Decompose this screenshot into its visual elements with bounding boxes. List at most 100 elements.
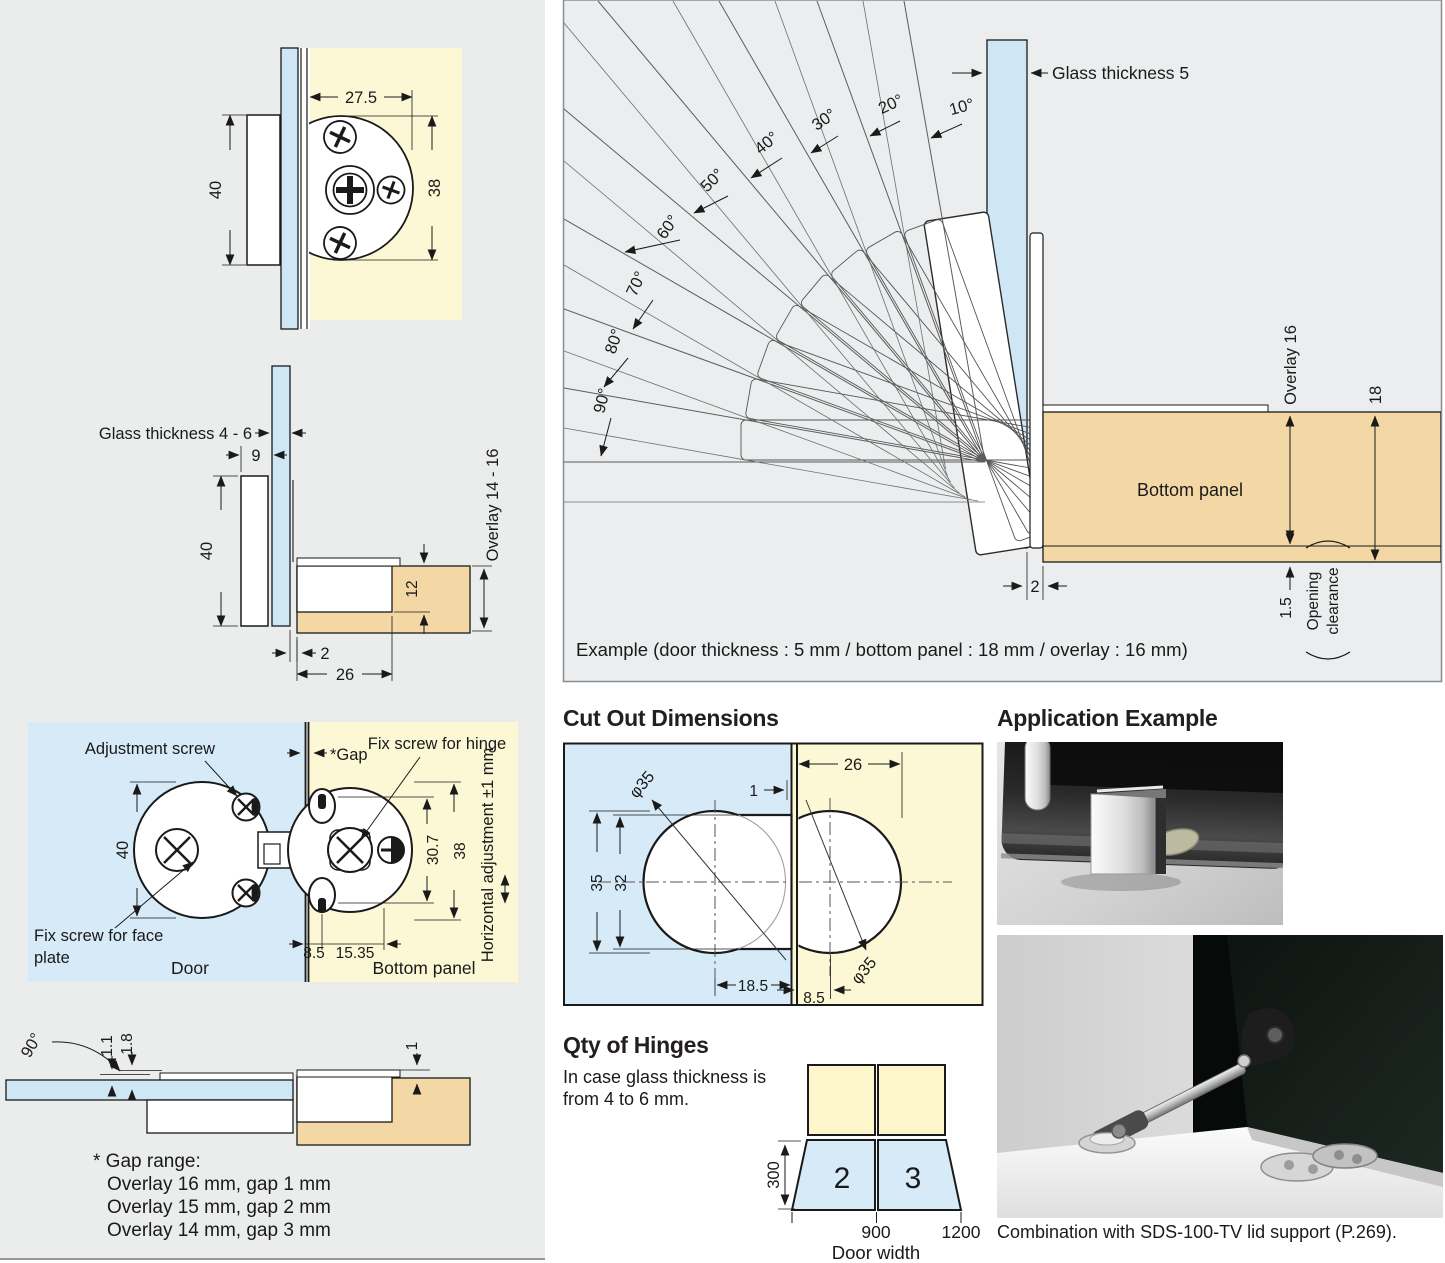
dim-35: 35 xyxy=(589,810,650,954)
qty-diagram: 2 3 300 900 1200 Door width xyxy=(765,1064,981,1263)
hinge-side-screw xyxy=(377,836,405,864)
cutout-title: Cut Out Dimensions xyxy=(563,705,779,731)
dimension-1 xyxy=(400,1053,430,1095)
dim-32-label: 32 xyxy=(613,874,630,891)
face-plate-open xyxy=(159,1072,294,1081)
bottom-panel-section xyxy=(296,557,471,634)
hinge-arm-plate xyxy=(1029,232,1044,549)
dimension-overlay xyxy=(472,565,492,632)
dim-26: 26 xyxy=(336,666,354,684)
adjustment-screw-leader xyxy=(204,760,238,797)
screw-center xyxy=(325,165,375,215)
dimension-12 xyxy=(394,544,430,634)
dim-300: 300 xyxy=(765,1140,801,1210)
gap-2-label: 2 xyxy=(1030,578,1039,596)
dimension-9 xyxy=(226,446,287,472)
hinge-face-view-diagram: 27.5 38 40 xyxy=(207,47,462,330)
dimension-40-2 xyxy=(213,475,238,627)
lid-support-arm xyxy=(1078,1008,1295,1154)
screw-right xyxy=(376,175,406,205)
hinge-round xyxy=(287,787,413,913)
qty-title: Qty of Hinges xyxy=(563,1032,709,1058)
dim-2: 2 xyxy=(320,645,329,663)
face-plate-screw xyxy=(155,828,199,872)
dim-1-8: 1.8 xyxy=(119,1033,136,1055)
application-caption: Combination with SDS-100-TV lid support … xyxy=(997,1222,1397,1242)
application-photo-hinge xyxy=(997,742,1283,925)
dim-32: 32 xyxy=(613,814,738,950)
application-title: Application Example xyxy=(997,705,1218,731)
hinge-oval-screw-top xyxy=(308,788,336,824)
dim-1-open: 1 xyxy=(404,1042,421,1051)
fix-screw-face-label-1: Fix screw for face xyxy=(34,927,163,945)
adjustment-screw-bottom xyxy=(231,878,261,908)
adjustment-screw-label: Adjustment screw xyxy=(85,740,215,758)
glass-thickness-5-label: Glass thickness 5 xyxy=(1052,63,1189,83)
dim-38: 38 xyxy=(426,179,444,197)
swing-edge-lines xyxy=(564,0,985,503)
glass-hinge-bottom xyxy=(1260,1143,1378,1182)
fix-screw-hinge-leader xyxy=(360,756,421,840)
dimension-40-3 xyxy=(130,781,176,919)
open-90-diagram: 90° 1.1 1.8 1 xyxy=(5,1030,471,1146)
screw-bottom xyxy=(323,226,357,260)
panel-18-label: 18 xyxy=(1367,386,1385,404)
bottom-panel-open xyxy=(296,1069,471,1146)
hinge-oval-screw-bottom xyxy=(308,877,336,913)
dim-26-cutout-label: 26 xyxy=(844,756,862,774)
glass-thickness-label: Glass thickness 4 - 6 xyxy=(99,425,252,443)
hinge-body-open xyxy=(146,1099,294,1134)
fix-screw-face-label-2: plate xyxy=(34,949,70,967)
application-photo-lid-support xyxy=(997,935,1443,1218)
glass-door-section xyxy=(271,365,291,627)
swing-angle-lines xyxy=(564,0,986,463)
side-section-diagram: Glass thickness 4 - 6 9 40 12 xyxy=(99,365,502,684)
door-label: Door xyxy=(171,958,209,978)
qty-note-1: In case glass thickness is xyxy=(563,1067,767,1087)
door-width-ticks xyxy=(791,1212,962,1223)
dimension-30-7 xyxy=(338,796,434,904)
dim-1535: 15.35 xyxy=(336,945,375,962)
dimension-85-1535 xyxy=(289,908,401,950)
qty-note-2: from 4 to 6 mm. xyxy=(563,1089,690,1109)
angle-90-label: 90° xyxy=(18,1030,46,1061)
dimension-40 xyxy=(222,114,246,266)
dimension-1-1 xyxy=(100,1056,150,1097)
cabinet-square-right xyxy=(877,1064,946,1136)
gap-range-note: * Gap range: Overlay 16 mm, gap 1 mm Ove… xyxy=(93,1150,331,1242)
width-1200: 1200 xyxy=(942,1222,981,1242)
gap-label: *Gap xyxy=(330,746,368,764)
clearance-word-1: Opening xyxy=(1305,572,1322,631)
glass-thickness-dim: Glass thickness 5 xyxy=(952,63,1189,83)
bottom-panel-label: Bottom panel xyxy=(372,958,475,978)
hinge-fix-screw xyxy=(327,827,373,873)
dim-27-5: 27.5 xyxy=(345,89,377,107)
dim-18-5-label: 18.5 xyxy=(738,978,768,995)
door-trapezoid-2 xyxy=(790,1139,876,1211)
shadow xyxy=(1061,873,1181,891)
dimension-26 xyxy=(296,616,393,681)
dim-26-cutout: 26 xyxy=(798,752,903,818)
dim-12: 12 xyxy=(404,580,421,597)
hinge-body-side xyxy=(246,114,281,266)
angle-label-10: 10° xyxy=(947,95,976,119)
dim-85: 8.5 xyxy=(303,945,325,962)
gap-range-line: Overlay 15 mm, gap 2 mm xyxy=(107,1197,331,1218)
panel-18-dim: 18 xyxy=(1367,386,1385,561)
panel-cutout xyxy=(798,798,952,976)
hinge-count-3: 3 xyxy=(905,1162,922,1195)
gap-range-line: Overlay 14 mm, gap 3 mm xyxy=(107,1220,331,1241)
dimension-27-5 xyxy=(309,90,413,150)
screw-top xyxy=(323,120,357,154)
dim-8-5-label: 8.5 xyxy=(803,990,825,1007)
dim-35-label: 35 xyxy=(589,874,606,891)
overlay-label: Overlay 14 - 16 xyxy=(484,449,502,562)
left-diagram-panel: 27.5 38 40 Glass thickness 4 - xyxy=(0,0,545,1260)
dim-1-cutout-label: 1 xyxy=(749,783,758,800)
door-handle xyxy=(1024,742,1051,811)
cutout-diagram: φ35 26 1 35 32 φ35 18.5 xyxy=(563,742,984,1007)
dim-1-cutout: 1 xyxy=(749,780,788,800)
angle-label-90: 90° xyxy=(590,387,614,416)
face-plate-section xyxy=(240,475,269,627)
dim-40: 40 xyxy=(207,181,225,199)
